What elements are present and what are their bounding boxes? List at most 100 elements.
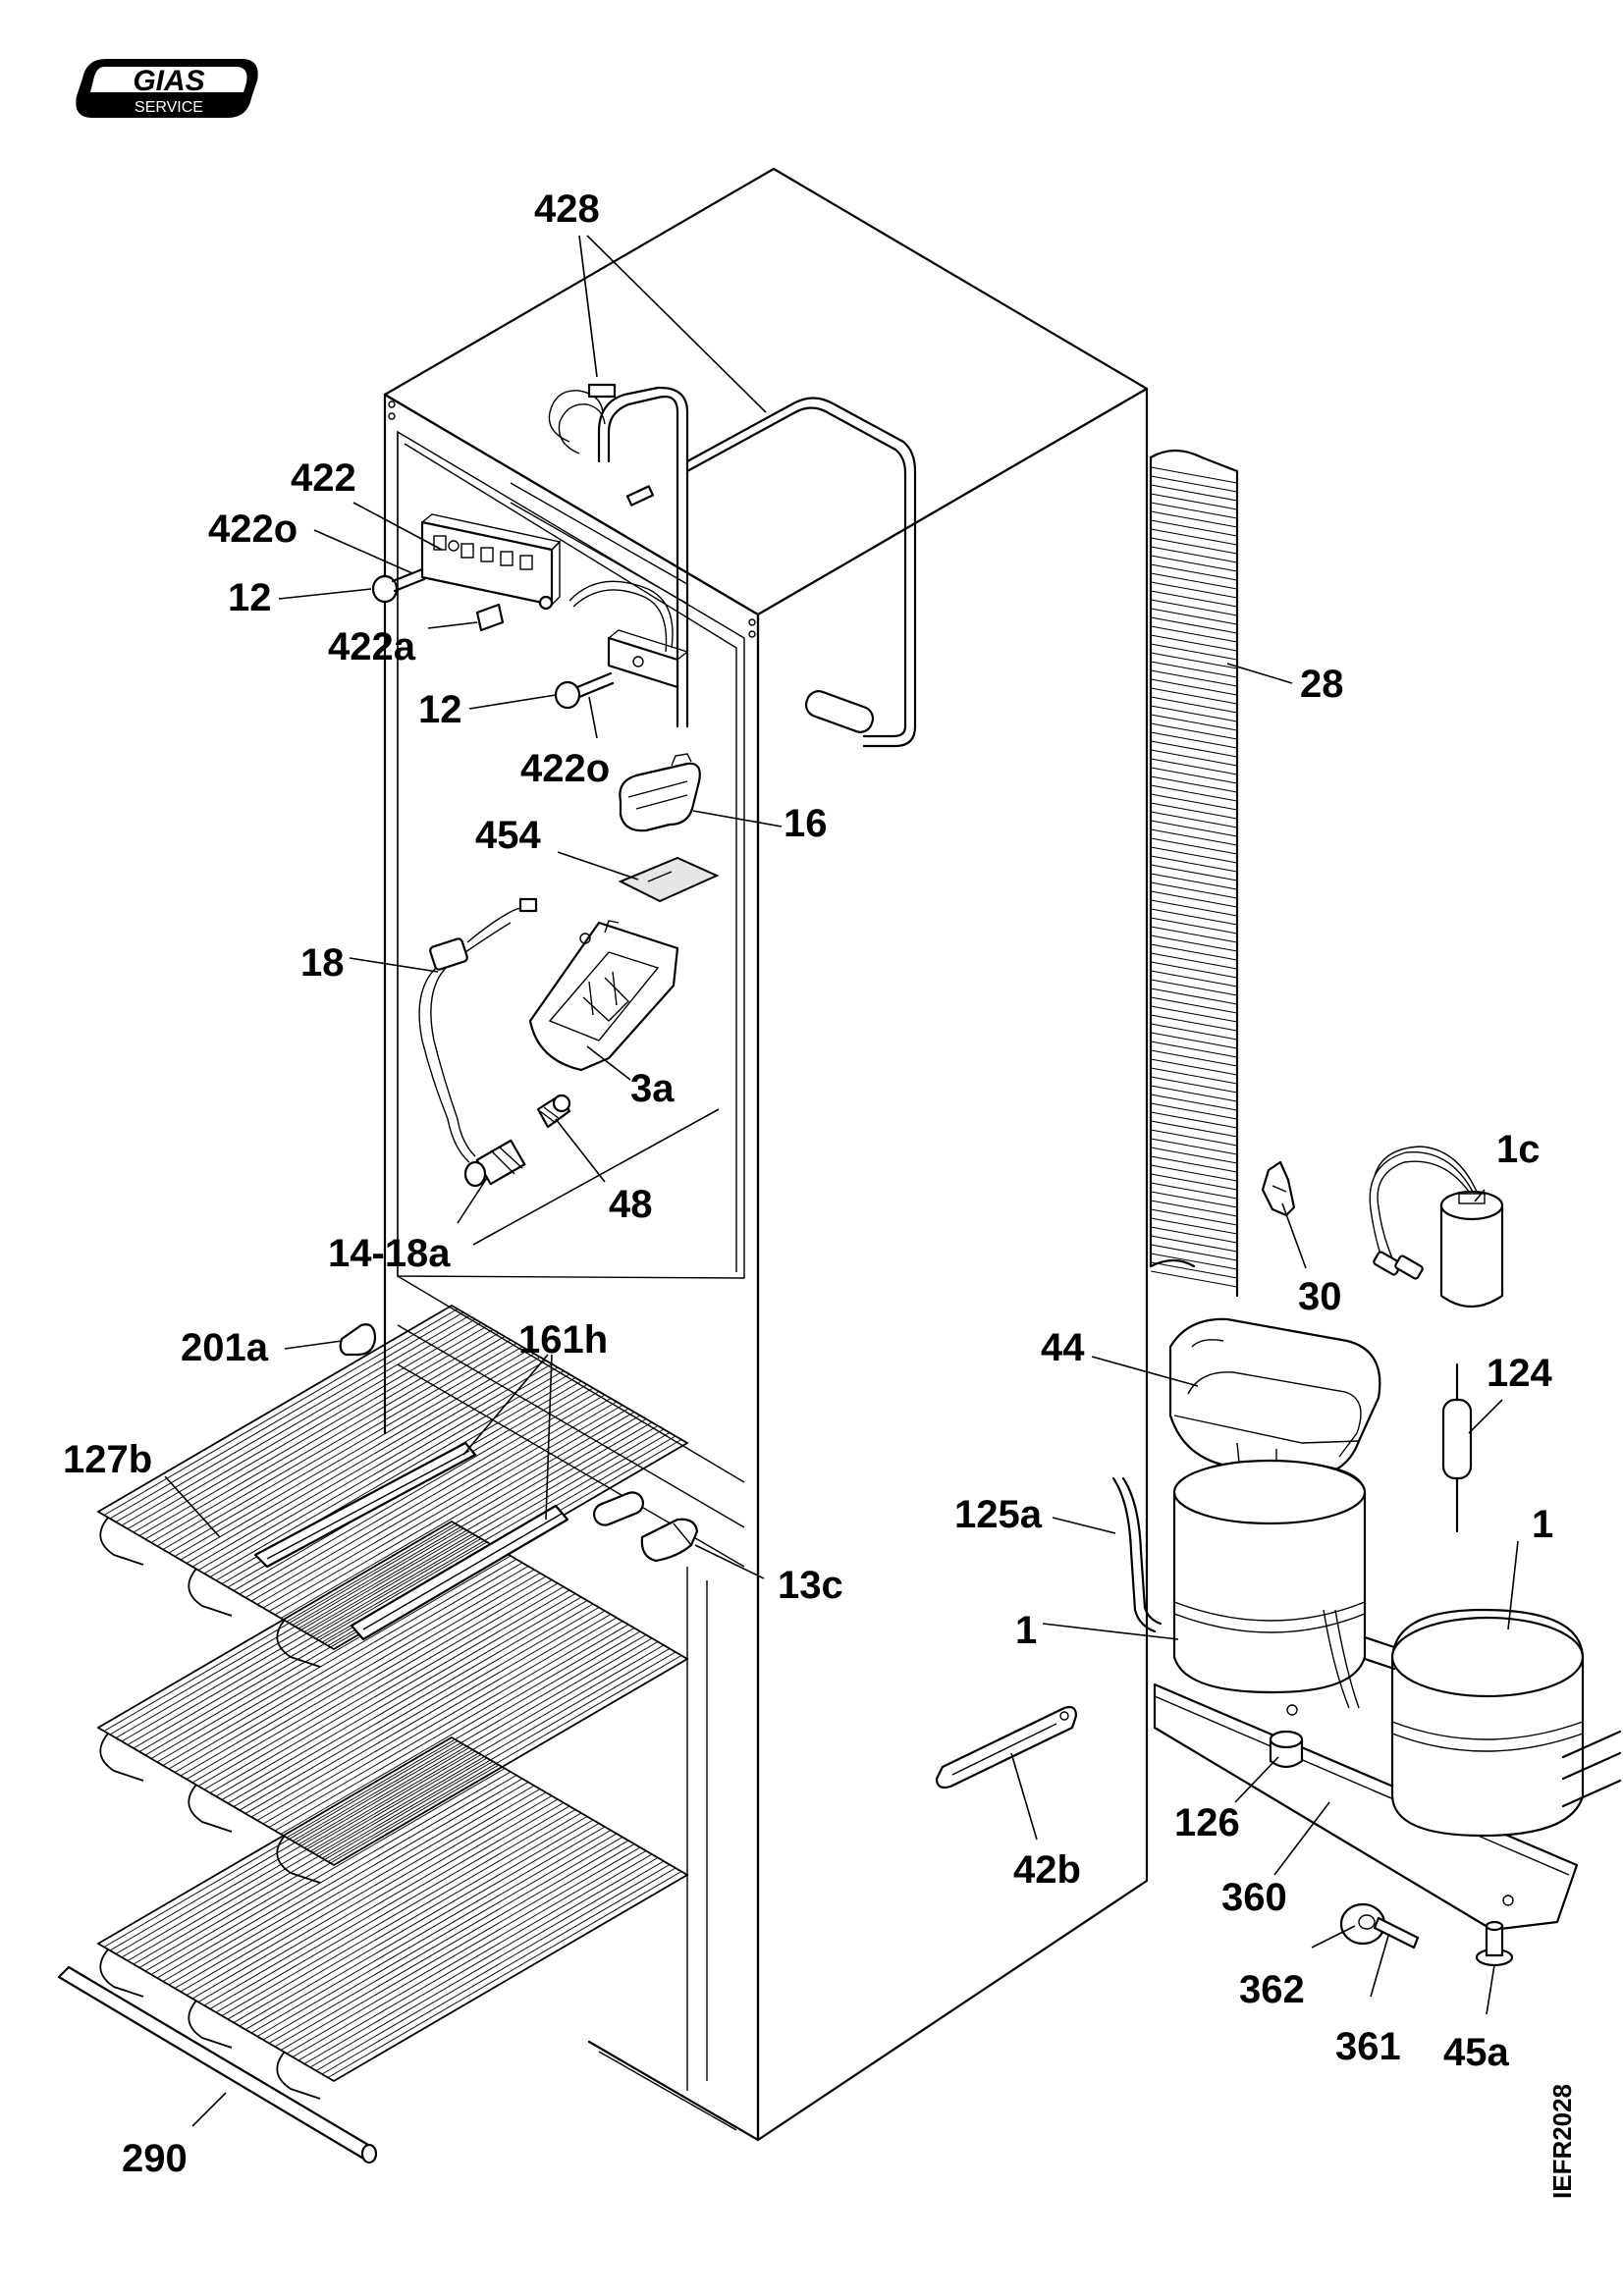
shelf-wire xyxy=(333,1874,688,2082)
condenser-fin xyxy=(1150,1155,1238,1173)
shelf-wire xyxy=(162,1775,517,1982)
condenser-fin xyxy=(1150,537,1238,555)
shelf-wire xyxy=(174,1350,529,1557)
shelf-wire xyxy=(156,1771,512,1979)
condenser-fin xyxy=(1150,943,1238,961)
shelf-wire xyxy=(103,1524,459,1732)
shelf-wire xyxy=(262,1617,618,1825)
shelf-wire xyxy=(180,1353,535,1561)
condenser-fin xyxy=(1150,1049,1238,1067)
condenser-fin xyxy=(1150,917,1238,934)
condenser-fin xyxy=(1150,1208,1238,1226)
shelf-wire xyxy=(244,1823,600,2030)
condenser-fin xyxy=(1150,758,1238,775)
shelf-loop xyxy=(188,2000,233,2049)
shelf-wire xyxy=(221,1593,576,1800)
shelf-wire xyxy=(191,1791,547,2000)
shelf-wire xyxy=(315,1432,671,1639)
condenser-fin xyxy=(1150,1058,1238,1076)
condenser-fin xyxy=(1150,652,1238,669)
condenser-fin xyxy=(1150,899,1238,917)
shelf-wire xyxy=(121,1534,476,1742)
condenser-fin xyxy=(1150,528,1238,546)
shelf-wire xyxy=(215,1805,570,2013)
condenser-fin xyxy=(1150,678,1238,696)
shelf-loop xyxy=(99,1733,144,1782)
condenser-fin xyxy=(1150,590,1238,608)
condenser-fin xyxy=(1150,519,1238,537)
callout-30: 30 xyxy=(1298,1275,1342,1318)
condenser-fin xyxy=(1150,616,1238,634)
part-1c-capacitor xyxy=(1369,1146,1504,1308)
part-28-condenser xyxy=(1149,449,1239,1298)
shelf-loop xyxy=(188,1784,233,1833)
callout-126: 126 xyxy=(1174,1801,1240,1844)
condenser-fin xyxy=(1150,1191,1238,1208)
condenser-fin xyxy=(1150,1138,1238,1155)
condenser-fin xyxy=(1150,837,1238,855)
shelf-wire xyxy=(138,1761,494,1968)
condenser-fin xyxy=(1150,1102,1238,1120)
shelf-wire xyxy=(262,1401,618,1609)
shelf-wire xyxy=(97,1305,453,1513)
callout-12: 12 xyxy=(228,576,272,619)
shelf-loop xyxy=(188,1568,233,1617)
condenser-fin xyxy=(1150,546,1238,563)
shelf-wire xyxy=(244,1607,600,1814)
condenser-fin xyxy=(1150,820,1238,837)
shelf-wire xyxy=(109,1527,464,1735)
callout-422o: 422o xyxy=(208,507,298,551)
condenser-fin xyxy=(1150,510,1238,528)
shelf-wire xyxy=(298,1853,653,2061)
condenser-fin xyxy=(1150,873,1238,890)
condenser-fin xyxy=(1150,979,1238,996)
shelf-wire xyxy=(162,1343,517,1550)
shelf-wire xyxy=(321,1651,676,1859)
condenser-fin xyxy=(1150,1226,1238,1244)
shelf-wire xyxy=(262,1833,618,2041)
shelf-wire xyxy=(315,1864,671,2071)
condenser-fin xyxy=(1150,705,1238,722)
shelf-wire xyxy=(239,1603,594,1811)
part-42b-bracket xyxy=(935,1705,1078,1789)
shelf-wire xyxy=(150,1336,506,1543)
condenser-fin xyxy=(1150,952,1238,970)
part-1-compressor-right xyxy=(1363,1608,1622,1838)
condenser-fin xyxy=(1150,466,1238,484)
shelves-127b xyxy=(96,1304,689,2100)
callout-12: 12 xyxy=(418,688,462,731)
refrigerant-tubing xyxy=(548,383,917,748)
shelf-wire xyxy=(115,1747,470,1954)
callout-1: 1 xyxy=(1532,1503,1553,1546)
condenser-fin xyxy=(1150,996,1238,1014)
rail-161h-a xyxy=(253,1441,477,1569)
part-126-grommet xyxy=(1269,1730,1304,1769)
shelf-wire xyxy=(121,1318,476,1526)
shelf-wire xyxy=(186,1357,541,1564)
gias-service-logo: GIAS SERVICE xyxy=(76,59,258,118)
part-14-18a-switch xyxy=(463,1139,526,1188)
shelf-wire xyxy=(309,1860,665,2068)
document-code: IEFR2028 xyxy=(1547,2083,1577,2199)
shelf-wire xyxy=(292,1634,647,1842)
shelf-wire xyxy=(274,1840,629,2048)
callout-454: 454 xyxy=(475,814,541,857)
shelf-wire xyxy=(227,1812,582,2020)
tube-end xyxy=(592,1491,645,1526)
condenser-fin xyxy=(1150,599,1238,616)
callout-28: 28 xyxy=(1300,663,1344,706)
shelf-wire xyxy=(144,1332,500,1540)
callout-422a: 422a xyxy=(328,625,416,668)
condenser-fin xyxy=(1150,1164,1238,1182)
screw-lower xyxy=(554,671,615,710)
part-1-compressor-left xyxy=(1172,1459,1367,1709)
condenser-fin xyxy=(1150,784,1238,802)
leader-lines xyxy=(164,235,1519,2127)
condenser-fin xyxy=(1150,669,1238,687)
shelf-loop xyxy=(99,1517,144,1566)
part-290-bar xyxy=(57,1965,378,2164)
callout-422: 422 xyxy=(291,456,356,500)
condenser-fin xyxy=(1150,625,1238,643)
callout-1c: 1c xyxy=(1496,1128,1541,1171)
